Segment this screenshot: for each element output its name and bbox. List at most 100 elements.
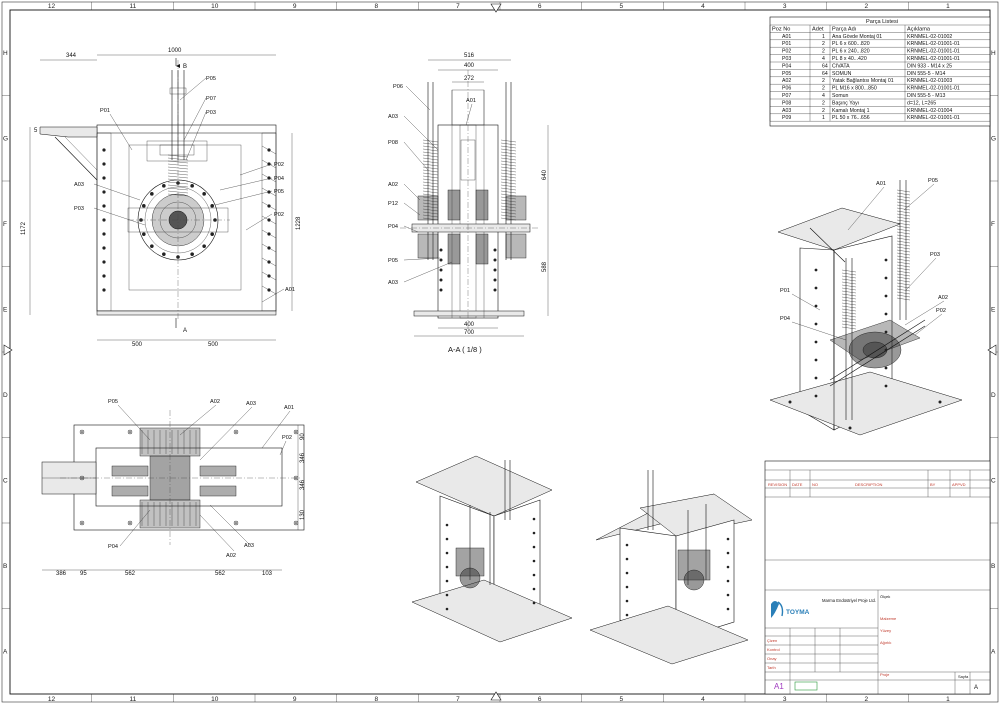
dim-386: 386 bbox=[56, 571, 67, 577]
zone-label-bottom: 9 bbox=[293, 696, 297, 703]
parts-list-cell: KRNMEL-02-01003 bbox=[907, 78, 952, 84]
parts-list-cell: Yatak Bağlantısı Montaj 01 bbox=[832, 78, 894, 84]
parts-list-cell: P05 bbox=[782, 71, 791, 77]
zone-label-right: C bbox=[991, 477, 996, 484]
dim-562-left: 562 bbox=[125, 571, 136, 577]
parts-list-cell: P03 bbox=[782, 56, 791, 62]
parts-list-cell: DIN 555-5 - M14 bbox=[907, 71, 945, 77]
dim-90: 90 bbox=[300, 433, 306, 440]
zone-label-top: 12 bbox=[48, 3, 56, 10]
iso-callout-p04: P04 bbox=[780, 316, 790, 322]
parts-list-cell: 2 bbox=[822, 78, 825, 84]
zone-label-left: B bbox=[3, 563, 7, 570]
title-block-label: BY bbox=[930, 482, 936, 487]
zone-label-bottom: 8 bbox=[375, 696, 379, 703]
zone-label-left: E bbox=[3, 306, 8, 313]
parts-list-cell: KRNMEL-02-01001-01 bbox=[907, 49, 960, 55]
title-block-label: REVISION bbox=[768, 482, 787, 487]
dim-1228: 1228 bbox=[296, 216, 302, 230]
parts-list-header: Poz No bbox=[772, 27, 790, 33]
parts-list-cell: Başınç Yayı bbox=[832, 100, 859, 106]
parts-list-cell: Kamalı Montaj 1 bbox=[832, 108, 870, 114]
parts-list-cell: P06 bbox=[782, 86, 791, 92]
callout-a03: A03 bbox=[246, 401, 256, 407]
zone-label-top: 11 bbox=[130, 3, 137, 10]
callout-a03: A03 bbox=[74, 182, 84, 188]
parts-list-cell: 2 bbox=[822, 41, 825, 47]
zone-label-right: B bbox=[991, 563, 995, 570]
dim-95: 95 bbox=[80, 571, 87, 577]
parts-list-cell: A02 bbox=[782, 78, 791, 84]
title-block-label: Malzeme bbox=[880, 616, 897, 621]
title-block-label: Ağırlık bbox=[880, 640, 891, 645]
parts-list-cell: KRNMEL-02-01004 bbox=[907, 108, 952, 114]
revision-letter: A bbox=[974, 685, 978, 691]
zone-label-bottom: 6 bbox=[538, 696, 542, 703]
zone-label-right: D bbox=[991, 392, 996, 399]
parts-list-header: Açıklama bbox=[907, 27, 931, 33]
parts-list-cell: A01 bbox=[782, 34, 791, 40]
dim-588: 588 bbox=[542, 261, 548, 272]
zone-label-right: F bbox=[991, 221, 995, 228]
zone-label-top: 7 bbox=[456, 3, 460, 10]
title-block-label: Proje bbox=[880, 672, 890, 677]
callout-p02: P02 bbox=[282, 435, 292, 441]
parts-list-cell: CIVATA bbox=[832, 63, 850, 69]
top-view: 386 95 562 562 103 90 346 346 130 P05 A0… bbox=[41, 399, 306, 577]
dim-346-bottom: 346 bbox=[300, 479, 306, 490]
parts-list-cell: KRNMEL-02-01001-01 bbox=[907, 56, 960, 62]
parts-list-cell: d=12, L=265 bbox=[907, 100, 936, 106]
callout-p04: P04 bbox=[274, 176, 284, 182]
callout-a03-b: A03 bbox=[244, 543, 254, 549]
callout-p01: P01 bbox=[100, 108, 110, 114]
callout-p07: P07 bbox=[206, 96, 216, 102]
zone-label-bottom: 12 bbox=[48, 696, 56, 703]
title-block-label: Tarih bbox=[767, 665, 776, 670]
parts-list-header: Adet bbox=[812, 27, 824, 33]
parts-list-cell: 64 bbox=[822, 71, 828, 77]
callout-p02: P02 bbox=[274, 162, 284, 168]
zone-label-bottom: 2 bbox=[865, 696, 869, 703]
parts-list-cell: PL 50 x 76...656 bbox=[832, 115, 870, 121]
dim-103: 103 bbox=[262, 571, 273, 577]
section-view: 516 400 272 640 588 400 700 A-A ( 1/8 ) … bbox=[388, 53, 549, 354]
callout-p05: P05 bbox=[388, 258, 398, 264]
callout-p04: P04 bbox=[108, 544, 118, 550]
title-block-label: Onay bbox=[767, 656, 777, 661]
callout-a01: A01 bbox=[466, 98, 476, 104]
callout-a01: A01 bbox=[284, 405, 294, 411]
callout-a02-b: A02 bbox=[226, 553, 236, 559]
parts-list-cell: 1 bbox=[822, 115, 825, 121]
iso-callout-p01: P01 bbox=[780, 288, 790, 294]
parts-list-cell: Ana Gövde Montaj 01 bbox=[832, 34, 882, 40]
title-block-label: DESCRIPTION bbox=[855, 482, 882, 487]
parts-list-cell: PL 6 x 240...820 bbox=[832, 49, 870, 55]
parts-list-cell: 2 bbox=[822, 86, 825, 92]
parts-list-title: Parça Listesi bbox=[866, 19, 898, 25]
zone-label-left: G bbox=[3, 135, 8, 142]
dim-400-bottom: 400 bbox=[464, 322, 475, 328]
parts-list-cell: KRNMEL-02-01001-01 bbox=[907, 86, 960, 92]
parts-list-cell: KRNMEL-02-01001-01 bbox=[907, 115, 960, 121]
parts-list-cell: P02 bbox=[782, 49, 791, 55]
zone-label-top: 8 bbox=[375, 3, 379, 10]
zone-label-top: 6 bbox=[538, 3, 542, 10]
zone-label-bottom: 10 bbox=[211, 696, 219, 703]
zone-label-right: H bbox=[991, 50, 996, 57]
callout-p04: P04 bbox=[388, 224, 398, 230]
zone-label-left: D bbox=[3, 392, 8, 399]
callout-a03: A03 bbox=[388, 114, 398, 120]
title-block-label: DATE bbox=[792, 482, 803, 487]
section-b-label: B bbox=[183, 64, 187, 70]
zone-label-bottom: 4 bbox=[701, 696, 705, 703]
front-view: 344 1000 500 500 1172 1228 5 B A P05 P07… bbox=[21, 48, 302, 348]
dim-344: 344 bbox=[66, 53, 77, 59]
title-block-label: APPVD bbox=[952, 482, 966, 487]
parts-list-cell: 4 bbox=[822, 93, 825, 99]
callout-p12: P12 bbox=[388, 201, 398, 207]
dim-1000: 1000 bbox=[168, 48, 182, 54]
parts-list-cell: DIN 555-5 - M13 bbox=[907, 93, 945, 99]
parts-list-cell: 1 bbox=[822, 34, 825, 40]
callout-p05-b: P05 bbox=[274, 189, 284, 195]
